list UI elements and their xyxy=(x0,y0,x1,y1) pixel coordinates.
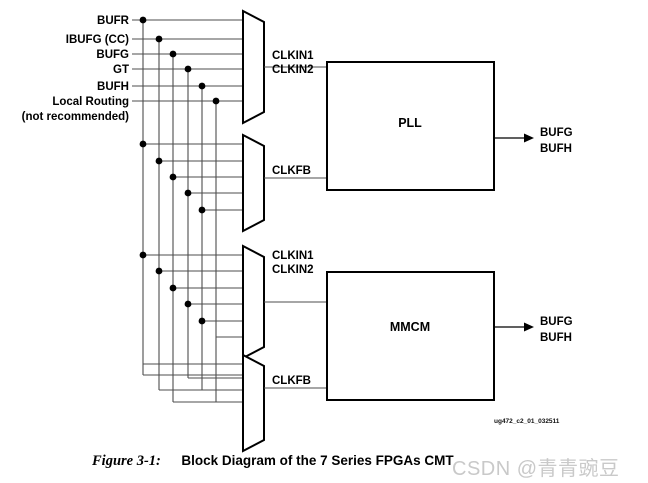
source-label-bufg: BUFG xyxy=(96,49,129,61)
pll-clkin-mux[interactable] xyxy=(242,9,327,125)
source-wires-mux4 xyxy=(143,363,243,403)
source-label-local-routing: Local Routing xyxy=(52,96,129,108)
source-wires-mux2 xyxy=(139,140,243,214)
pll-pin-clkin2: CLKIN2 xyxy=(272,64,314,76)
mmcm-output-arrow xyxy=(494,322,534,332)
mmcm-block[interactable]: MMCM xyxy=(326,271,495,401)
pll-pin-clkfb: CLKFB xyxy=(272,165,311,177)
pll-output-labels: BUFG BUFH xyxy=(540,127,573,155)
pll-output-bufh: BUFH xyxy=(540,143,572,155)
source-wires-mux3 xyxy=(139,251,243,338)
mmcm-output-labels: BUFG BUFH xyxy=(540,316,573,344)
figure-title: Block Diagram of the 7 Series FPGAs CMT xyxy=(181,453,454,468)
junction-dots-mux1 xyxy=(139,16,220,105)
vertical-bus-lines xyxy=(142,20,217,402)
figure-number: Figure 3-1: xyxy=(92,453,161,469)
pll-clkfb-mux[interactable] xyxy=(242,133,327,233)
figure-caption: Figure 3-1: Block Diagram of the 7 Serie… xyxy=(92,452,592,470)
source-label-bufh: BUFH xyxy=(97,81,129,93)
mmcm-pin-clkin2: CLKIN2 xyxy=(272,264,314,276)
source-label-ibufg-cc: IBUFG (CC) xyxy=(66,34,129,46)
mmcm-block-label: MMCM xyxy=(390,320,430,334)
mmcm-pin-clkfb: CLKFB xyxy=(272,375,311,387)
mmcm-pin-clkin1: CLKIN1 xyxy=(272,250,314,262)
mmcm-pin-labels: CLKIN1 CLKIN2 CLKFB xyxy=(272,250,314,387)
clock-source-labels: BUFR IBUFG (CC) BUFG GT BUFH Local Routi… xyxy=(22,15,130,123)
figure-part-number: ug472_c2_01_032511 xyxy=(494,418,560,425)
mmcm-output-bufh: BUFH xyxy=(540,332,572,344)
pll-block-label: PLL xyxy=(398,116,422,130)
mmcm-clkfb-mux[interactable] xyxy=(242,353,327,453)
source-label-not-recommended: (not recommended) xyxy=(22,111,130,123)
csdn-watermark: CSDN @青青豌豆 xyxy=(452,458,620,480)
source-label-gt: GT xyxy=(113,64,129,76)
pll-output-bufg: BUFG xyxy=(540,127,573,139)
pll-pin-clkin1: CLKIN1 xyxy=(272,50,314,62)
mmcm-output-bufg: BUFG xyxy=(540,316,573,328)
pll-block[interactable]: PLL xyxy=(326,61,495,191)
source-label-bufr: BUFR xyxy=(97,15,130,27)
mmcm-clkin-mux[interactable] xyxy=(242,244,327,360)
pll-pin-labels: CLKIN1 CLKIN2 CLKFB xyxy=(272,50,314,177)
pll-output-arrow xyxy=(494,133,534,143)
